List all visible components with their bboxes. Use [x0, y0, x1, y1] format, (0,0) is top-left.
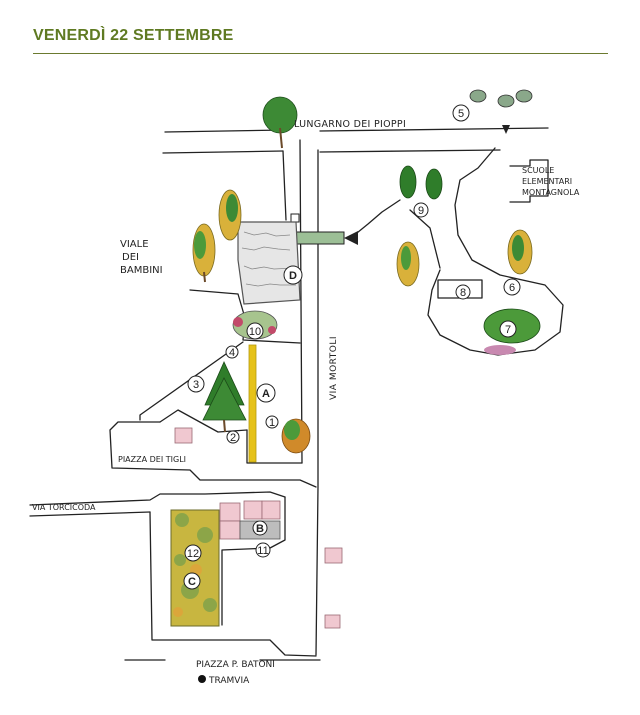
label-scuole-1: SCUOLE — [522, 166, 554, 175]
label-scuole-3: MONTAGNOLA — [522, 188, 580, 197]
marker-3: 3 — [193, 379, 199, 391]
marker-2: 2 — [230, 432, 236, 444]
label-viale-3: BAMBINI — [120, 265, 163, 276]
label-tramvia: TRAMVIA — [208, 676, 250, 686]
marker-7: 7 — [505, 324, 511, 336]
label-piazza-batoni: PIAZZA P. BATONI — [196, 660, 275, 670]
marker-11: 11 — [257, 545, 268, 557]
marker-1: 1 — [269, 417, 275, 429]
label-via-torcicoda: VIA TORCICODA — [32, 503, 96, 512]
marker-6: 6 — [509, 282, 515, 294]
label-piazza-tigli: PIAZZA DEI TIGLI — [118, 455, 186, 464]
marker-4: 4 — [229, 347, 235, 359]
label-lungarno: LUNGARNO DEI PIOPPI — [294, 119, 406, 130]
marker-A: A — [262, 388, 270, 400]
label-viale-1: VIALE — [120, 239, 149, 250]
trees — [192, 89, 541, 454]
marker-8: 8 — [460, 287, 466, 299]
marker-9: 9 — [418, 205, 424, 217]
marker-C: C — [188, 576, 196, 588]
marker-10: 10 — [249, 326, 261, 338]
marker-B: B — [256, 523, 264, 535]
page-header: VENERDÌ 22 SETTEMBRE — [33, 27, 608, 54]
label-viale-2: DEI — [122, 252, 139, 263]
page-title: VENERDÌ 22 SETTEMBRE — [33, 27, 234, 44]
marker-D: D — [289, 270, 297, 282]
label-via-mortoli: VIA MORTOLI — [329, 336, 339, 400]
label-scuole-2: ELEMENTARI — [522, 177, 572, 186]
marker-5: 5 — [458, 108, 464, 120]
marker-12: 12 — [187, 548, 199, 560]
